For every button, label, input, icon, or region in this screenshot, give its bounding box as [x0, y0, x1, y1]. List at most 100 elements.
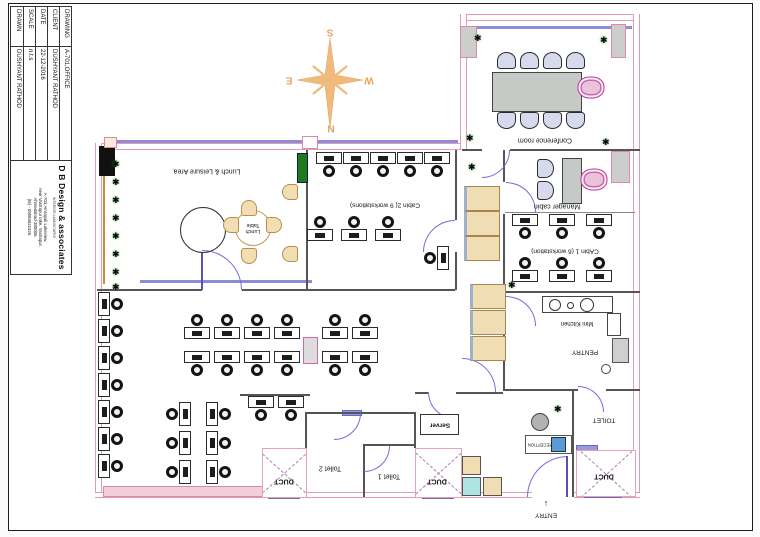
wall [606, 389, 640, 391]
workstation [512, 214, 538, 239]
chair [241, 248, 257, 264]
firm-block: D B Design & associates INTERIOR LANDSCA… [10, 160, 72, 275]
workstation [98, 292, 123, 316]
wall [503, 389, 578, 391]
entry-door-leaf [566, 456, 568, 497]
column [303, 337, 318, 364]
title-row-value: DUSHYANT RATHOD [51, 49, 57, 109]
plant-icon: ✱ [600, 35, 608, 45]
workstation [586, 214, 612, 239]
wall [510, 149, 640, 151]
workstation [549, 257, 575, 282]
workstation [184, 351, 210, 376]
storage-cabinet [470, 336, 506, 361]
workstation [206, 402, 231, 426]
column [460, 26, 477, 58]
storage-cabinet [464, 236, 500, 261]
firm-address: A-703,Amrapali Lakeview, near Vastrapur … [27, 188, 48, 247]
seating-cube [462, 456, 481, 475]
reception-chair [551, 437, 566, 452]
plant-icon: ✱ [602, 137, 610, 147]
workstation [341, 216, 367, 241]
plant-icon: ✱ [468, 162, 476, 172]
title-row-label: DATE [36, 7, 47, 47]
chair [497, 112, 516, 129]
workstation [98, 373, 123, 397]
workstation [248, 396, 274, 421]
workstation [375, 216, 401, 241]
kitchen-sink-bowl [580, 298, 594, 312]
wall [242, 289, 455, 291]
column [611, 151, 630, 183]
wall [455, 252, 457, 290]
title-row-label: CLIENT [48, 7, 59, 47]
workstation [98, 454, 123, 478]
title-row-value: DUSHYANT RATHOD [15, 49, 21, 109]
seating-cube [462, 477, 481, 496]
room-label-cabin1: CAbin 1 (6 workstation) [531, 247, 599, 255]
column [297, 153, 308, 183]
wall-accent [103, 152, 105, 284]
chair [241, 200, 257, 216]
duct-label: DUCT [427, 477, 447, 485]
storage-cabinet [464, 211, 500, 236]
plant-icon: ✱ [508, 280, 516, 290]
chair [266, 217, 282, 233]
drawing-sheet-border [8, 3, 753, 531]
plant-icon: ✱ [112, 195, 120, 205]
title-row-label: DRAWING [60, 7, 71, 47]
plant-icon: ✱ [112, 249, 120, 259]
duct-shaft [415, 448, 462, 498]
plant-icon: ✱ [112, 282, 120, 292]
kitchen-sink-bowl [549, 299, 561, 311]
wall [363, 444, 365, 497]
chair [282, 246, 298, 262]
wall [306, 150, 308, 290]
kitchen-counter [542, 296, 613, 313]
wall [95, 492, 532, 498]
wall [460, 14, 467, 150]
leisure-table [180, 207, 226, 253]
plant-icon: ✱ [112, 159, 120, 169]
compass-south-label: S [326, 26, 334, 38]
wall [95, 143, 462, 150]
workstation [244, 314, 270, 339]
chair [537, 181, 554, 200]
workstation [352, 314, 378, 339]
title-row-value: 22-12-2016 [39, 49, 45, 80]
workstation [206, 460, 231, 484]
workstation [98, 427, 123, 451]
compass-east-label: E [285, 74, 293, 86]
kitchen-unit [607, 313, 621, 336]
workstation [274, 351, 300, 376]
server-rack [420, 414, 459, 435]
chair [497, 52, 516, 69]
refrigerator [612, 338, 629, 363]
conference-table [492, 72, 582, 112]
executive-chair [580, 168, 608, 191]
compass-north-label: N [327, 122, 335, 134]
plant-icon: ✱ [554, 404, 562, 414]
wall [456, 392, 503, 394]
stool [601, 364, 611, 374]
chair [566, 52, 585, 69]
window-strip [108, 140, 458, 143]
wall [305, 412, 415, 414]
column [99, 146, 115, 176]
workstation [316, 152, 342, 177]
workstation [322, 314, 348, 339]
workstation [166, 402, 191, 426]
plant-icon: ✱ [474, 33, 482, 43]
wall [633, 14, 640, 498]
firm-tagline: INTERIOR LANDSCAPES [52, 196, 56, 239]
compass-west-label: W [364, 74, 374, 86]
duct-shaft [262, 448, 307, 498]
workstation [98, 400, 123, 424]
firm-name: D B Design & associates [57, 165, 67, 270]
room-label-toilet1: Toilet 1 [377, 472, 401, 480]
chair [223, 217, 239, 233]
title-row-value: n.t.s [27, 49, 33, 61]
storage-cabinet [464, 186, 500, 211]
